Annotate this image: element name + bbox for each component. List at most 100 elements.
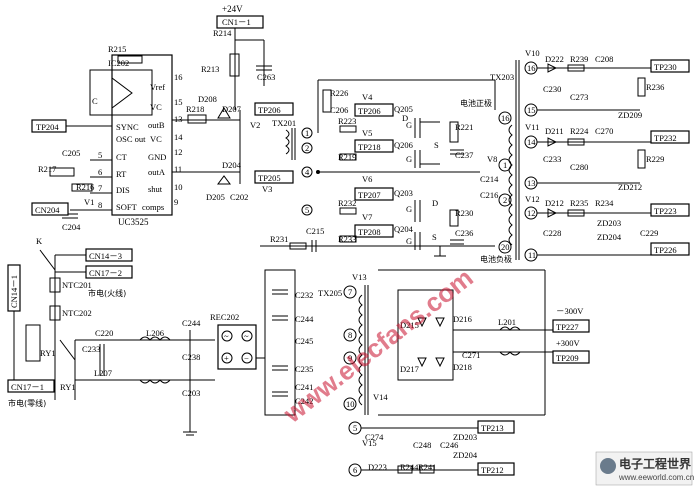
svg-text:C271: C271 xyxy=(462,350,480,360)
k-label: K xyxy=(36,236,43,246)
svg-text:C228: C228 xyxy=(543,228,561,238)
svg-text:D211: D211 xyxy=(545,126,564,136)
svg-text:R236: R236 xyxy=(646,82,664,92)
ic-pin-ct: CT xyxy=(116,152,128,162)
battery-pos-label: 电池正极 xyxy=(460,98,492,108)
svg-text:D215: D215 xyxy=(400,320,419,330)
tp212-box xyxy=(477,462,515,476)
svg-text:R234: R234 xyxy=(595,198,614,208)
resistor-r213 xyxy=(229,53,240,77)
svg-text:~: ~ xyxy=(244,331,249,341)
neg300-label: －300V xyxy=(556,306,584,316)
svg-text:14: 14 xyxy=(174,132,183,142)
svg-text:10: 10 xyxy=(174,182,183,192)
svg-text:V2: V2 xyxy=(250,120,260,130)
connector-cn204 xyxy=(31,202,69,216)
svg-text:C245: C245 xyxy=(295,336,313,346)
ic-uc3525 xyxy=(111,54,173,216)
svg-text:G: G xyxy=(406,120,412,130)
svg-text:D222: D222 xyxy=(545,54,564,64)
svg-text:V10: V10 xyxy=(525,48,540,58)
ic-pin-shut: shut xyxy=(148,184,163,194)
svg-text:11: 11 xyxy=(174,164,182,174)
svg-text:R218: R218 xyxy=(186,104,204,114)
ic-pin-sync: SYNC xyxy=(116,122,139,132)
tp205-box xyxy=(254,170,294,184)
svg-text:C216: C216 xyxy=(480,190,498,200)
svg-text:Q204: Q204 xyxy=(394,224,414,234)
svg-text:D217: D217 xyxy=(400,364,419,374)
brand-name: 电子工程世界 xyxy=(619,456,691,471)
svg-text:C274: C274 xyxy=(365,432,384,442)
svg-text:R224: R224 xyxy=(570,126,589,136)
svg-text:C215: C215 xyxy=(306,226,324,236)
svg-text:4: 4 xyxy=(305,167,310,177)
tp206b-box xyxy=(354,103,394,117)
svg-text:D223: D223 xyxy=(368,462,387,472)
svg-text:8: 8 xyxy=(98,200,102,210)
svg-text:2: 2 xyxy=(305,143,309,153)
svg-text:12: 12 xyxy=(527,208,536,218)
svg-text:15: 15 xyxy=(527,105,536,115)
svg-text:ZD204: ZD204 xyxy=(453,450,478,460)
ic-pin-outb: outB xyxy=(148,120,165,130)
svg-text:RY1: RY1 xyxy=(40,348,56,358)
svg-text:NTC201: NTC201 xyxy=(62,280,92,290)
svg-text:R214: R214 xyxy=(213,28,232,38)
tp204-label: TP204 xyxy=(36,122,59,132)
tp218-label: TP218 xyxy=(358,142,381,152)
connector-cn1-1-label: CN1－1 xyxy=(222,17,251,27)
svg-text:V6: V6 xyxy=(362,174,372,184)
svg-text:TX201: TX201 xyxy=(272,118,296,128)
svg-text:1: 1 xyxy=(305,128,309,138)
svg-text:5: 5 xyxy=(98,150,102,160)
svg-text:2: 2 xyxy=(503,195,507,205)
svg-text:R230: R230 xyxy=(455,208,473,218)
svg-text:C: C xyxy=(92,96,98,106)
tp226-box xyxy=(650,242,690,256)
tp218-box xyxy=(354,139,394,153)
svg-text:C233: C233 xyxy=(82,344,100,354)
tp205-label: TP205 xyxy=(258,173,281,183)
svg-text:R223: R223 xyxy=(338,116,356,126)
svg-text:V1: V1 xyxy=(84,197,94,207)
svg-text:ZD209: ZD209 xyxy=(618,110,642,120)
tp230-box xyxy=(650,59,690,73)
svg-text:L206: L206 xyxy=(146,328,164,338)
tp208-label: TP208 xyxy=(358,227,381,237)
svg-text:~: ~ xyxy=(224,331,229,341)
tp226-label: TP226 xyxy=(654,245,677,255)
svg-text:6: 6 xyxy=(353,465,357,475)
svg-text:C220: C220 xyxy=(95,328,113,338)
ic-pin-vc2: VC xyxy=(150,134,162,144)
svg-text:C238: C238 xyxy=(182,352,200,362)
svg-text:D212: D212 xyxy=(545,198,564,208)
rec-label: REC202 xyxy=(210,312,239,322)
brand-logo-icon xyxy=(600,458,616,474)
svg-text:C229: C229 xyxy=(640,228,658,238)
svg-text:NTC202: NTC202 xyxy=(62,308,92,318)
svg-text:16: 16 xyxy=(501,113,510,123)
tp208-box xyxy=(354,224,394,238)
svg-text:15: 15 xyxy=(174,97,183,107)
tp206a-box xyxy=(254,102,294,116)
svg-text:14: 14 xyxy=(527,137,536,147)
svg-text:ZD203: ZD203 xyxy=(453,432,477,442)
mains-neutral-label: 市电(零线) xyxy=(8,398,46,408)
svg-text:13: 13 xyxy=(527,178,536,188)
svg-text:R244: R244 xyxy=(400,462,419,472)
tp232-box xyxy=(650,130,690,144)
svg-text:9: 9 xyxy=(348,353,352,363)
tp223-box xyxy=(650,203,690,217)
svg-text:V12: V12 xyxy=(525,194,540,204)
svg-text:R215: R215 xyxy=(108,44,126,54)
ic-pin-vc: VC xyxy=(150,102,162,112)
svg-text:S: S xyxy=(432,232,437,242)
connector-cn1-1 xyxy=(216,15,264,29)
svg-text:ZD212: ZD212 xyxy=(618,182,642,192)
svg-text:R217: R217 xyxy=(38,164,56,174)
svg-text:ZD204: ZD204 xyxy=(597,232,622,242)
svg-text:C246: C246 xyxy=(440,440,458,450)
svg-text:C235: C235 xyxy=(295,364,313,374)
